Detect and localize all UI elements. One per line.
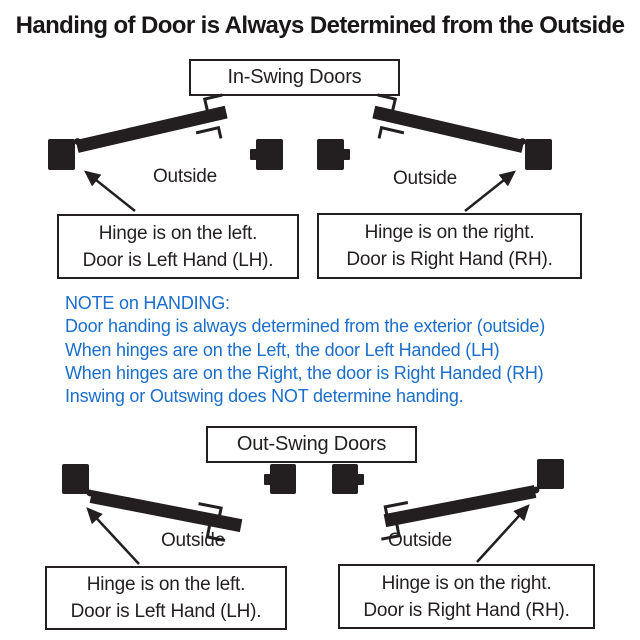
hinge-pin-icon — [74, 138, 81, 145]
door-panel — [383, 485, 537, 528]
outswing-right-caption-box: Hinge is on the right. Door is Right Han… — [338, 564, 595, 629]
inswing-right-diagram — [317, 93, 552, 212]
outswing-left-outside-label: Outside — [160, 530, 226, 551]
door-jamb — [256, 139, 283, 170]
outswing-left-caption-box: Hinge is on the left. Door is Left Hand … — [45, 566, 287, 630]
strike-notch — [250, 149, 257, 160]
outswing-heading-box: Out-Swing Doors — [206, 426, 417, 463]
door-jamb — [317, 139, 344, 170]
door-handle-icon — [198, 502, 223, 517]
page-title: Handing of Door is Always Determined fro… — [15, 12, 625, 39]
hinge-pointer-arrow — [476, 504, 530, 563]
hinge-pointer-arrow — [84, 170, 136, 212]
caption-line: Hinge is on the right. — [364, 222, 535, 243]
note-line: When hinges are on the Left, the door Le… — [65, 339, 500, 360]
caption-line: Hinge is on the right. — [381, 572, 552, 594]
note-line: NOTE on HANDING: — [65, 293, 230, 313]
inswing-heading-box: In-Swing Doors — [189, 59, 400, 96]
door-panel — [75, 105, 228, 153]
hinge-pin-icon — [86, 489, 94, 497]
caption-line: Door is Right Hand (RH). — [363, 599, 570, 621]
door-jamb — [525, 139, 552, 170]
hinge-pin-icon — [519, 138, 526, 145]
door-handle-icon — [377, 125, 405, 139]
caption-line: Door is Left Hand (LH). — [82, 249, 274, 271]
caption-line: Door is Left Hand (LH). — [70, 601, 262, 622]
door-jamb — [537, 459, 564, 489]
strike-notch — [343, 149, 350, 160]
outswing-right-outside-label: Outside — [387, 530, 453, 551]
strike-notch — [264, 474, 271, 485]
note-line: Inswing or Outswing does NOT determine h… — [65, 386, 464, 407]
outswing-heading-label: Out-Swing Doors — [236, 433, 387, 455]
inswing-left-outside-label: Outside — [152, 166, 218, 187]
inswing-heading-label: In-Swing Doors — [227, 66, 362, 88]
door-panel — [89, 490, 243, 533]
door-panel — [372, 105, 525, 153]
caption-line: Hinge is on the left. — [98, 222, 258, 244]
inswing-left-diagram — [48, 93, 283, 212]
door-jamb — [48, 139, 75, 170]
door-jamb — [270, 464, 296, 494]
hinge-pin-icon — [532, 486, 540, 494]
inswing-left-caption-box: Hinge is on the left. Door is Left Hand … — [57, 214, 299, 279]
hinge-pointer-arrow — [86, 507, 140, 565]
door-handle-icon — [202, 93, 223, 112]
door-handle-icon — [195, 125, 223, 139]
caption-line: Door is Right Hand (RH). — [346, 249, 553, 270]
handing-note: NOTE on HANDING: Door handing is always … — [65, 292, 605, 408]
note-line: When hinges are on the Right, the door i… — [65, 362, 544, 383]
strike-notch — [357, 474, 364, 485]
door-handle-icon — [383, 500, 409, 515]
door-handle-icon — [377, 93, 398, 112]
caption-line: Hinge is on the left. — [86, 574, 246, 595]
inswing-right-outside-label: Outside — [392, 168, 458, 189]
note-line: Door handing is always determined from t… — [65, 316, 546, 337]
door-jamb — [332, 464, 358, 494]
inswing-right-caption-box: Hinge is on the right. Door is Right Han… — [317, 213, 582, 279]
door-jamb — [62, 464, 89, 494]
